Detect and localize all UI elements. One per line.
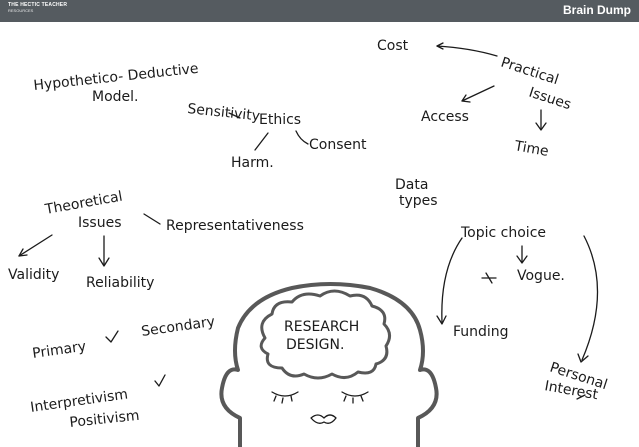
note-design: DESIGN. xyxy=(286,337,344,353)
note-representativeness: Representativeness xyxy=(166,218,304,234)
note-access: Access xyxy=(421,109,469,125)
note-validity: Validity xyxy=(8,267,59,283)
note-reliability: Reliability xyxy=(86,275,154,291)
handwritten-notes: Hypothetico- Deductive Model. Cost Pract… xyxy=(8,38,609,431)
header-bar: THE HECTIC TEACHER RESOURCES Brain Dump xyxy=(0,0,639,22)
note-data: Data xyxy=(395,177,428,193)
note-vogue: Vogue. xyxy=(517,268,565,284)
note-funding: Funding xyxy=(453,324,509,340)
note-practical-issues: Issues xyxy=(527,85,573,114)
page-title: Brain Dump xyxy=(562,3,631,17)
note-research: RESEARCH xyxy=(284,319,359,335)
logo-name: THE HECTIC TEACHER xyxy=(8,2,68,8)
note-harm: Harm. xyxy=(231,155,274,171)
note-positivism: Positivism xyxy=(69,408,140,431)
note-ethics: Ethics xyxy=(259,112,301,128)
brand-logo: THE HECTIC TEACHER RESOURCES xyxy=(8,3,67,13)
note-time: Time xyxy=(512,138,550,160)
note-practical: Practical xyxy=(499,55,561,89)
note-secondary: Secondary xyxy=(140,314,216,340)
note-theoretical: Theoretical xyxy=(43,189,124,219)
connector-lines xyxy=(18,42,599,400)
note-sensitivity: Sensitivity xyxy=(187,101,261,125)
logo-tagline: RESOURCES xyxy=(8,8,34,13)
note-cost: Cost xyxy=(377,38,409,54)
note-primary: Primary xyxy=(31,339,87,362)
note-model: Model. xyxy=(92,89,138,105)
note-theoretical-issues: Issues xyxy=(78,215,122,231)
note-types: types xyxy=(399,193,438,209)
head-illustration xyxy=(219,282,439,447)
note-topic-choice: Topic choice xyxy=(460,225,546,241)
note-consent: Consent xyxy=(309,137,367,153)
